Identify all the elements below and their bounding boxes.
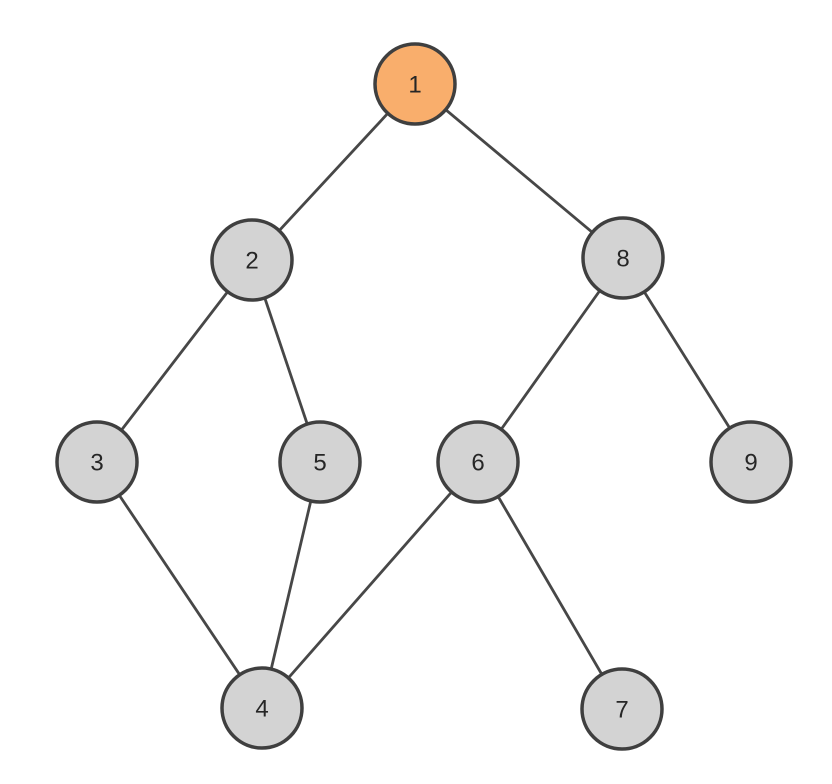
graph-edge-6-7: [476, 461, 624, 710]
graph-edge-6-4: [260, 461, 480, 709]
graph-node-2: 2: [210, 218, 294, 302]
node-circle: [220, 666, 304, 750]
node-circle: [581, 216, 665, 300]
graph-node-5: 5: [278, 420, 362, 504]
node-circle: [278, 420, 362, 504]
graph-node-4: 4: [220, 666, 304, 750]
node-circle: [709, 420, 793, 504]
node-circle: [580, 667, 664, 751]
graph-node-1: 1: [373, 42, 457, 126]
node-circle: [55, 420, 139, 504]
graph-edge-1-8: [414, 82, 624, 260]
graph-node-7: 7: [580, 667, 664, 751]
graph-node-8: 8: [581, 216, 665, 300]
graph-node-6: 6: [436, 420, 520, 504]
graph-node-9: 9: [709, 420, 793, 504]
graph-edge-3-4: [95, 461, 264, 709]
graph-edge-5-4: [260, 461, 322, 709]
graph-edge-2-3: [95, 259, 254, 463]
node-circle-highlighted: [373, 42, 457, 126]
graph-node-3: 3: [55, 420, 139, 504]
node-circle: [436, 420, 520, 504]
node-circle: [210, 218, 294, 302]
